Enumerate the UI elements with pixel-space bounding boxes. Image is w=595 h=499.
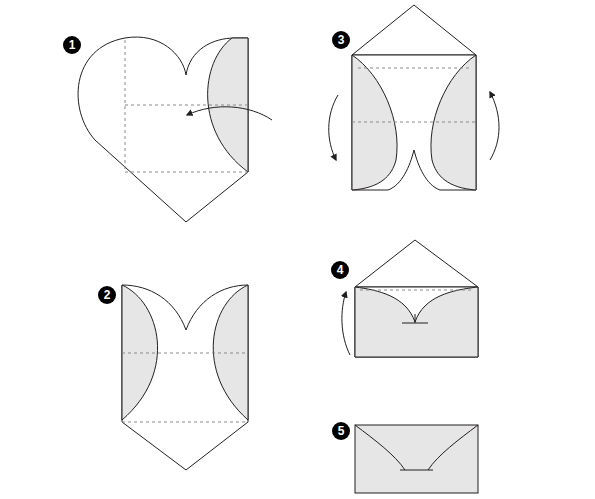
envelope-closed-step xyxy=(355,425,478,493)
callout-number: 4 xyxy=(331,261,349,279)
flap-step xyxy=(329,5,499,190)
callout-number: 3 xyxy=(332,31,350,49)
owl-step xyxy=(122,285,248,470)
callout-number: 2 xyxy=(98,286,116,304)
envelope-open-step xyxy=(342,240,478,357)
callout-number: 5 xyxy=(332,422,350,440)
heart-step xyxy=(78,37,272,222)
callout-number: 1 xyxy=(63,36,81,54)
